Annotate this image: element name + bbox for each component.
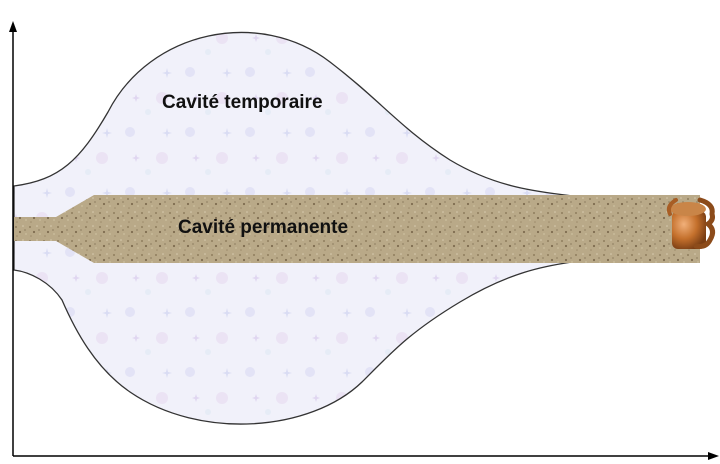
- arrow-up-icon: [9, 21, 17, 32]
- bullet-icon: [669, 200, 713, 249]
- arrow-right-icon: [708, 452, 719, 460]
- temporary-cavity-label: Cavité temporaire: [162, 92, 323, 114]
- permanent-cavity-label: Cavité permanente: [178, 217, 348, 239]
- permanent-cavity: [14, 195, 700, 263]
